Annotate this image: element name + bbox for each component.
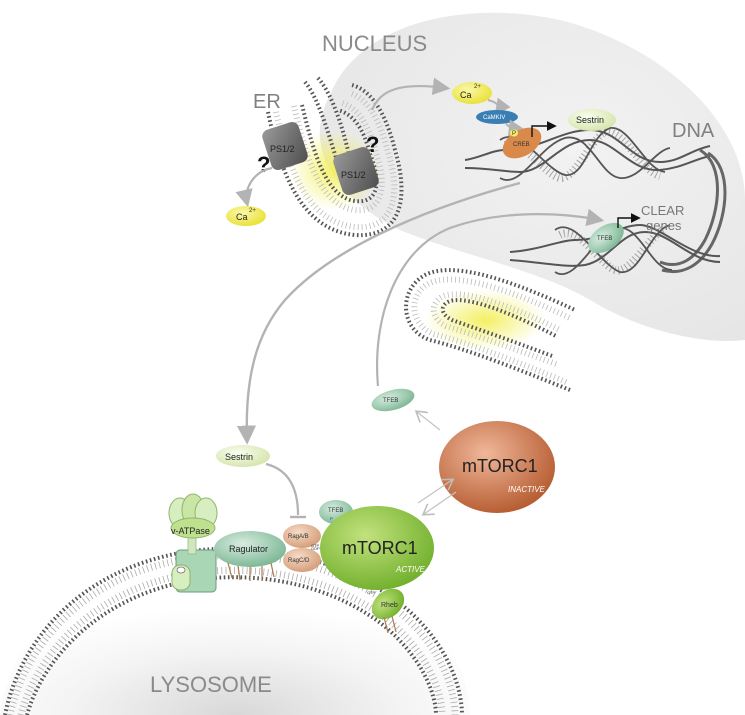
inhibition-sestrin-to-rag	[265, 462, 300, 516]
er-membrane-lower	[404, 268, 576, 392]
sestrin-nucleus: Sestrin	[568, 109, 616, 131]
svg-text:Ca: Ca	[460, 90, 472, 100]
svg-text:Ragulator: Ragulator	[229, 544, 268, 554]
svg-text:TFEB: TFEB	[328, 508, 343, 514]
arrow-inactive-to-active	[424, 491, 457, 514]
svg-text:CREB: CREB	[513, 142, 530, 148]
rag-ab-protein: RagA/B GTP	[283, 524, 321, 548]
svg-text:2+: 2+	[249, 208, 256, 214]
svg-text:Rheb: Rheb	[381, 602, 398, 609]
svg-text:2+: 2+	[474, 84, 481, 90]
rheb-protein: Rheb GTP	[367, 588, 405, 634]
arrow-active-to-inactive	[417, 480, 452, 504]
ps1-label: PS1/2	[270, 144, 295, 154]
svg-text:INACTIVE: INACTIVE	[508, 485, 546, 494]
svg-text:GDP: GDP	[311, 546, 320, 551]
arrow-nucleus-to-sestrin	[236, 181, 521, 445]
arrow-er-to-nucleus	[370, 77, 451, 111]
svg-text:Ca: Ca	[236, 212, 248, 222]
mtorc1-inactive: mTORC1 INACTIVE	[439, 421, 555, 513]
nucleus-label: NUCLEUS	[322, 31, 427, 56]
clear-genes-line2: genes	[646, 218, 682, 233]
svg-text:RagC/D: RagC/D	[288, 558, 310, 564]
rag-cd-protein: RagC/D GDP	[283, 546, 321, 572]
ca-ion-nucleus: Ca 2+	[452, 82, 492, 104]
v-atpase-label: v-ATPase	[171, 526, 210, 536]
svg-text:RagA/B: RagA/B	[288, 534, 309, 540]
question-mark-er: ?	[257, 152, 270, 177]
transcription-arrow-clear	[617, 213, 641, 228]
transcription-arrow-sestrin	[531, 121, 557, 137]
lysosome-membrane-inner	[25, 575, 438, 715]
sestrin-lysosome: Sestrin	[216, 445, 270, 467]
svg-text:TFEB: TFEB	[597, 236, 612, 242]
svg-text:ACTIVE: ACTIVE	[395, 565, 426, 574]
tfeb-on-dna: TFEB	[588, 222, 624, 254]
camkiv-protein: CaMKIV	[476, 110, 518, 124]
svg-text:Sestrin: Sestrin	[576, 115, 604, 125]
svg-text:Sestrin: Sestrin	[225, 452, 253, 462]
er-label: ER	[253, 91, 281, 113]
ragulator-complex: Ragulator	[214, 531, 286, 581]
ps1-protein: PS1/2	[262, 121, 308, 171]
svg-text:GTP: GTP	[311, 543, 320, 548]
svg-text:TFEB: TFEB	[383, 398, 398, 404]
svg-text:P: P	[512, 131, 516, 137]
svg-text:mTORC1: mTORC1	[342, 538, 418, 558]
arrow-ps-to-ca	[235, 166, 273, 208]
v-atpase-complex: v-ATPase	[168, 493, 218, 593]
dna-helix-lower	[509, 223, 721, 276]
mtorc1-active: mTORC1 ACTIVE	[320, 506, 434, 590]
svg-text:mTORC1: mTORC1	[462, 456, 538, 476]
lysosome-label: LYSOSOME	[150, 672, 272, 697]
dna-label: DNA	[672, 120, 715, 142]
arrow-inactive-to-tfeb	[417, 412, 441, 431]
svg-text:GTP: GTP	[367, 590, 376, 595]
svg-text:P: P	[330, 516, 333, 521]
ca-ion-er: Ca 2+	[226, 206, 266, 226]
ps2-label: PS1/2	[341, 170, 366, 180]
svg-text:CaMKIV: CaMKIV	[483, 115, 505, 121]
question-mark-nucleus: ?	[366, 132, 379, 157]
nucleus-region	[319, 12, 745, 341]
clear-genes-line1: CLEAR	[641, 203, 684, 218]
tfeb-free: TFEB	[371, 388, 415, 412]
arrow-tfeb-to-nucleus	[376, 208, 605, 387]
ps2-protein: PS1/2	[333, 146, 379, 196]
dna-helix-upper	[464, 127, 727, 273]
